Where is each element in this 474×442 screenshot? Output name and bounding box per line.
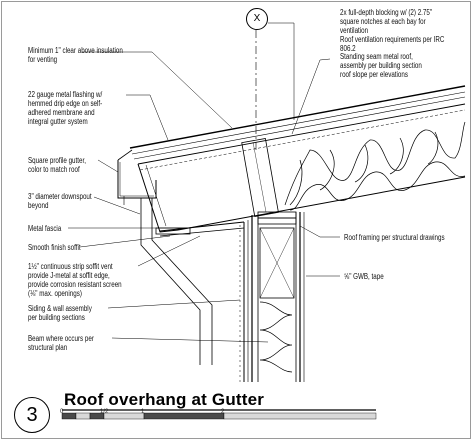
label-metal-flashing: 22 gauge metal flashing w/ hemmed drip e… — [28, 90, 103, 126]
scale-label: 1 — [141, 409, 145, 415]
label-standing-seam: Standing seam metal roof, assembly per b… — [340, 52, 422, 79]
detail-title: Roof overhang at Gutter — [64, 390, 265, 409]
rafter-tail — [137, 163, 179, 233]
fascia-soffit — [155, 221, 245, 237]
label-soffit-vent: 1½" continuous strip soffit vent provide… — [28, 262, 122, 298]
gutter — [117, 149, 157, 205]
rafter-bottom — [177, 176, 466, 231]
grid-tag-circle: X — [246, 8, 268, 30]
scale-label: 2 — [221, 409, 225, 415]
label-downspout: 3" diameter downspout beyond — [28, 192, 92, 210]
blocking — [241, 138, 279, 217]
label-square-gutter: Square profile gutter, color to match ro… — [28, 156, 86, 174]
scale-bar — [61, 412, 377, 420]
label-roof-framing: Roof framing per structural drawings — [344, 233, 445, 242]
wall-assembly — [239, 211, 305, 382]
beam — [259, 227, 295, 299]
metal-roof-line — [129, 85, 466, 149]
label-gwb: ⅝" GWB, tape — [344, 272, 384, 281]
label-beam: Beam where occurs per structural plan — [28, 334, 94, 352]
scale-label: 1/2 — [100, 409, 109, 415]
detail-number-circle: 3 — [14, 397, 50, 433]
label-siding-wall: Siding & wall assembly per building sect… — [28, 304, 92, 322]
roof-sheathing — [137, 103, 466, 165]
leader-lines — [68, 22, 340, 343]
scale-label: 0 — [60, 409, 64, 415]
label-metal-fascia: Metal fascia — [28, 224, 62, 233]
label-min-clearance: Minimum 1" clear above insulation for ve… — [28, 46, 123, 64]
roof-assembly — [129, 85, 466, 233]
label-blocking: 2x full-depth blocking w/ (2) 2.75" squa… — [340, 8, 445, 53]
downspout — [140, 198, 213, 365]
label-smooth-soffit: Smooth finish soffit — [28, 243, 81, 252]
roof-insulation — [284, 121, 466, 211]
